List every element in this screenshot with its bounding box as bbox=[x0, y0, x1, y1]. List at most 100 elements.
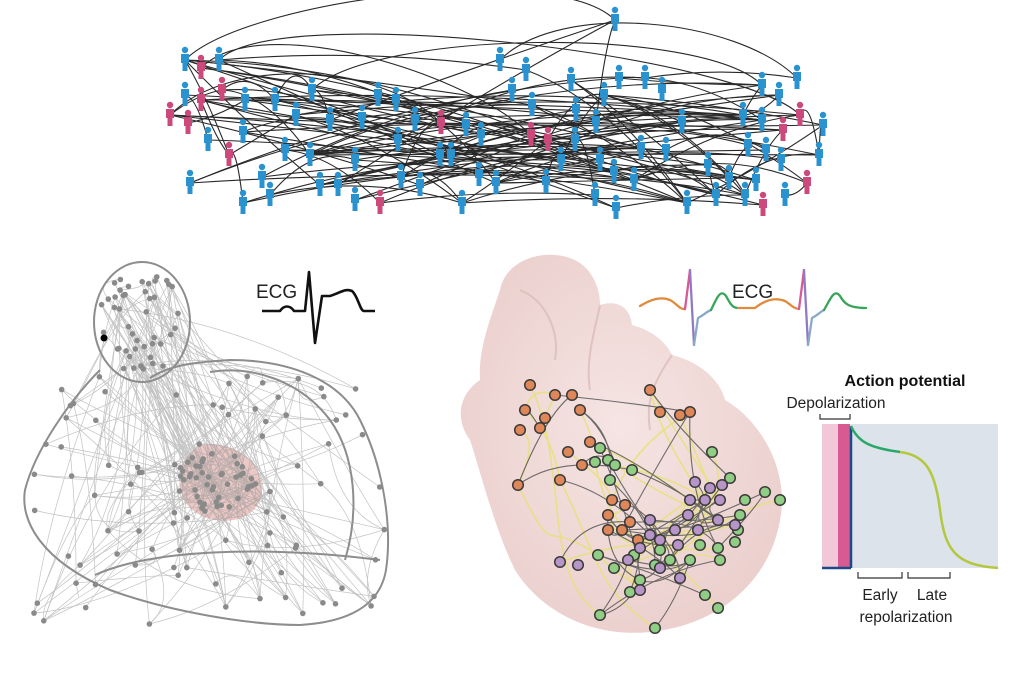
network-node bbox=[63, 415, 69, 421]
person-icon bbox=[241, 86, 249, 111]
cell-node bbox=[605, 493, 619, 507]
network-node bbox=[96, 374, 103, 380]
network-node bbox=[204, 481, 210, 488]
network-node bbox=[73, 580, 79, 586]
cell-node bbox=[621, 553, 635, 567]
ap-depolarization-band bbox=[838, 424, 850, 568]
network-node bbox=[252, 406, 258, 412]
person-icon bbox=[437, 109, 445, 134]
person-icon bbox=[197, 86, 205, 111]
cell-node bbox=[643, 513, 657, 527]
person-icon bbox=[416, 171, 424, 196]
network-node bbox=[283, 412, 290, 418]
network-node bbox=[339, 585, 345, 591]
cell-node bbox=[518, 403, 532, 417]
cell-node bbox=[538, 411, 552, 425]
network-node bbox=[235, 495, 241, 502]
person-icon bbox=[215, 46, 223, 71]
network-node bbox=[381, 526, 388, 533]
person-icon bbox=[447, 141, 455, 166]
network-node bbox=[151, 294, 158, 301]
person-icon bbox=[462, 111, 470, 136]
body-network-panel bbox=[23, 261, 390, 627]
network-node bbox=[136, 528, 142, 534]
cell-node bbox=[643, 528, 657, 542]
network-node bbox=[149, 340, 156, 347]
repolarization-label: repolarization bbox=[859, 609, 952, 626]
network-node bbox=[120, 292, 127, 299]
network-node bbox=[184, 515, 190, 521]
person-icon bbox=[542, 168, 550, 193]
cell-node bbox=[713, 553, 727, 567]
cell-node bbox=[593, 441, 607, 455]
cell-node bbox=[673, 408, 687, 422]
cell-node bbox=[601, 523, 615, 537]
person-icon bbox=[592, 108, 600, 133]
ecg-right: ECG bbox=[638, 268, 868, 347]
network-node bbox=[239, 464, 246, 470]
person-icon bbox=[744, 131, 752, 156]
action-potential-panel: Action potential Depolarization Early La… bbox=[786, 373, 999, 626]
network-node bbox=[125, 283, 132, 290]
network-node bbox=[141, 343, 147, 350]
person-icon bbox=[374, 81, 382, 106]
network-node bbox=[244, 373, 250, 380]
cell-node bbox=[713, 493, 727, 507]
ecg-left-label: ECG bbox=[256, 282, 297, 303]
cell-node bbox=[593, 608, 607, 622]
cell-node bbox=[601, 508, 615, 522]
cell-node bbox=[588, 455, 602, 469]
cell-node bbox=[591, 548, 605, 562]
person-icon bbox=[781, 181, 789, 206]
cell-node bbox=[693, 538, 707, 552]
person-icon bbox=[186, 169, 194, 194]
cell-node bbox=[548, 388, 562, 402]
person-icon bbox=[166, 101, 174, 126]
network-node bbox=[176, 488, 183, 494]
cell-node bbox=[758, 485, 772, 499]
person-icon bbox=[392, 86, 400, 111]
cell-node bbox=[633, 541, 647, 555]
network-node bbox=[58, 386, 65, 393]
network-node bbox=[116, 306, 123, 312]
network-node bbox=[105, 296, 112, 302]
network-node bbox=[68, 473, 75, 479]
network-node bbox=[117, 276, 124, 283]
network-node bbox=[125, 508, 132, 515]
person-icon bbox=[803, 169, 811, 194]
person-icon bbox=[571, 126, 579, 151]
person-icon bbox=[777, 146, 785, 171]
cell-node bbox=[715, 478, 729, 492]
network-node bbox=[112, 294, 118, 300]
person-icon bbox=[436, 141, 444, 166]
network-node bbox=[146, 621, 153, 627]
person-icon bbox=[758, 106, 766, 131]
person-icon bbox=[758, 71, 766, 96]
person-icon bbox=[308, 76, 316, 101]
person-icon bbox=[184, 109, 192, 134]
cell-node bbox=[533, 421, 547, 435]
network-node bbox=[226, 504, 232, 510]
network-node bbox=[214, 503, 220, 510]
network-node bbox=[210, 484, 217, 490]
person-icon bbox=[815, 141, 823, 166]
cell-node bbox=[623, 585, 637, 599]
person-icon bbox=[819, 111, 827, 136]
network-node bbox=[223, 537, 229, 543]
network-node bbox=[194, 493, 200, 500]
network-node bbox=[67, 402, 74, 409]
network-node bbox=[259, 433, 266, 439]
network-node bbox=[123, 348, 129, 354]
network-node bbox=[129, 331, 136, 337]
network-node bbox=[209, 451, 215, 457]
network-node bbox=[213, 499, 220, 505]
network-node bbox=[282, 594, 289, 601]
person-icon bbox=[316, 171, 324, 196]
network-node bbox=[120, 365, 127, 372]
cell-node bbox=[623, 515, 637, 529]
network-node bbox=[259, 380, 266, 386]
cell-node bbox=[573, 403, 587, 417]
network-node bbox=[111, 304, 118, 311]
network-node bbox=[275, 394, 282, 401]
network-node bbox=[264, 509, 270, 515]
